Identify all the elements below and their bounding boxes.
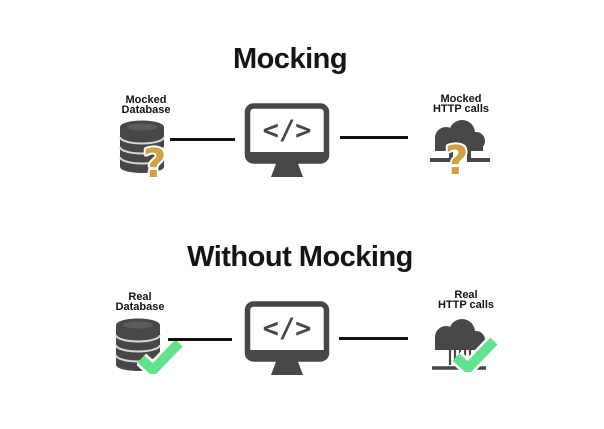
code-monitor-icon: </> — [244, 301, 330, 375]
mocked-http-calls-label: Mocked HTTP calls — [411, 93, 511, 115]
label-line: Database — [121, 103, 171, 116]
label-line: Real — [454, 289, 478, 301]
mocked-database-label: Mocked Database — [96, 94, 196, 116]
connector-line — [170, 138, 235, 141]
section-title-mocking: Mocking — [232, 43, 348, 75]
question-mark-icon: ? — [445, 138, 469, 184]
code-monitor-icon: </> — [244, 103, 330, 177]
label-line: Real — [128, 291, 152, 303]
cloud-network-icon — [430, 120, 490, 162]
label-line: Mocked — [125, 94, 167, 106]
real-http-calls-label: Real HTTP calls — [416, 289, 516, 311]
database-icon — [115, 318, 161, 371]
label-line: HTTP calls — [437, 298, 495, 311]
checkmark-icon — [452, 338, 498, 372]
label-line: Database — [115, 300, 165, 313]
label-line: Mocked — [440, 93, 482, 105]
question-mark-icon: ? — [143, 141, 167, 187]
connector-line — [339, 337, 408, 340]
connector-line — [340, 136, 408, 139]
section-title-without-mocking: Without Mocking — [187, 241, 413, 273]
real-database-label: Real Database — [90, 291, 190, 313]
code-glyph: </> — [263, 313, 312, 344]
connector-line — [168, 338, 232, 341]
database-icon — [119, 120, 165, 173]
label-line: HTTP calls — [432, 102, 490, 115]
code-glyph: </> — [263, 115, 312, 146]
checkmark-icon — [137, 340, 183, 374]
